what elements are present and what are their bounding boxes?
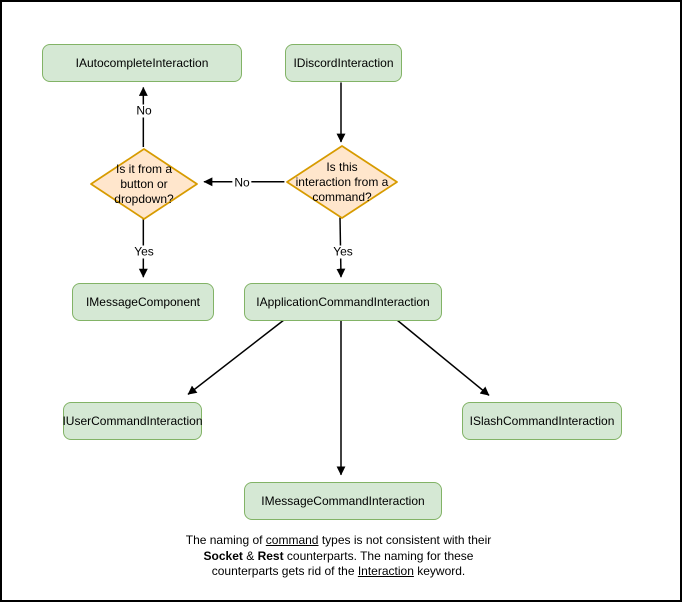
decision-button-or-dropdown-label: Is it from a button or dropdown?: [90, 148, 198, 220]
edge-label-yes-right: Yes: [331, 244, 355, 259]
note-underlined-command: command: [265, 533, 319, 547]
node-iautocompleteinteraction: IAutocompleteInteraction: [42, 44, 242, 82]
note-text: keyword.: [413, 564, 466, 578]
edge-label-yes-left: Yes: [132, 244, 156, 259]
edge-applicationcommand-to-slashcommand: [395, 318, 490, 396]
node-imessagecomponent: IMessageComponent: [72, 283, 214, 321]
note-bold-socket: Socket: [203, 548, 243, 563]
naming-note: The naming of command types is not consi…: [135, 533, 542, 580]
decision-interaction-from-command: Is this interaction from a command?: [286, 145, 398, 219]
edge-label-no-left: No: [232, 175, 252, 190]
naming-note-line3: counterparts gets rid of the Interaction…: [135, 564, 542, 580]
node-idiscordinteraction: IDiscordInteraction: [285, 44, 402, 82]
naming-note-line1: The naming of command types is not consi…: [135, 533, 542, 549]
decision-line: button or: [120, 176, 168, 191]
edge-applicationcommand-to-usercommand: [187, 318, 286, 395]
node-imessagecommandinteraction: IMessageCommandInteraction: [244, 482, 442, 520]
note-bold-rest: Rest: [257, 548, 284, 563]
decision-button-or-dropdown: Is it from a button or dropdown?: [90, 148, 198, 220]
diamond-shape: [90, 148, 198, 220]
decision-line: Is this: [326, 159, 358, 174]
decision-line: interaction from a: [295, 174, 389, 189]
naming-note-line2: Socket & Rest counterparts. The naming f…: [135, 549, 542, 565]
decision-line: dropdown?: [114, 191, 174, 206]
decision-interaction-from-command-label: Is this interaction from a command?: [286, 145, 398, 219]
decision-line: Is it from a: [115, 161, 172, 176]
diamond-shape: [286, 145, 398, 219]
edge-label-no-up: No: [134, 103, 154, 118]
node-iapplicationcommandinteraction: IApplicationCommandInteraction: [244, 283, 442, 321]
node-iusercommandinteraction: IUserCommandInteraction: [62, 402, 203, 440]
node-islashcommandinteraction: ISlashCommandInteraction: [462, 402, 622, 440]
note-text: counterparts gets rid of the: [211, 564, 358, 578]
note-text: The naming of: [185, 533, 266, 547]
note-text: counterparts. The naming for these: [283, 548, 474, 563]
note-underlined-interaction: Interaction: [357, 564, 414, 578]
decision-line: command?: [312, 189, 372, 204]
note-text: types is not consistent with their: [318, 533, 492, 547]
note-text: &: [242, 548, 258, 563]
